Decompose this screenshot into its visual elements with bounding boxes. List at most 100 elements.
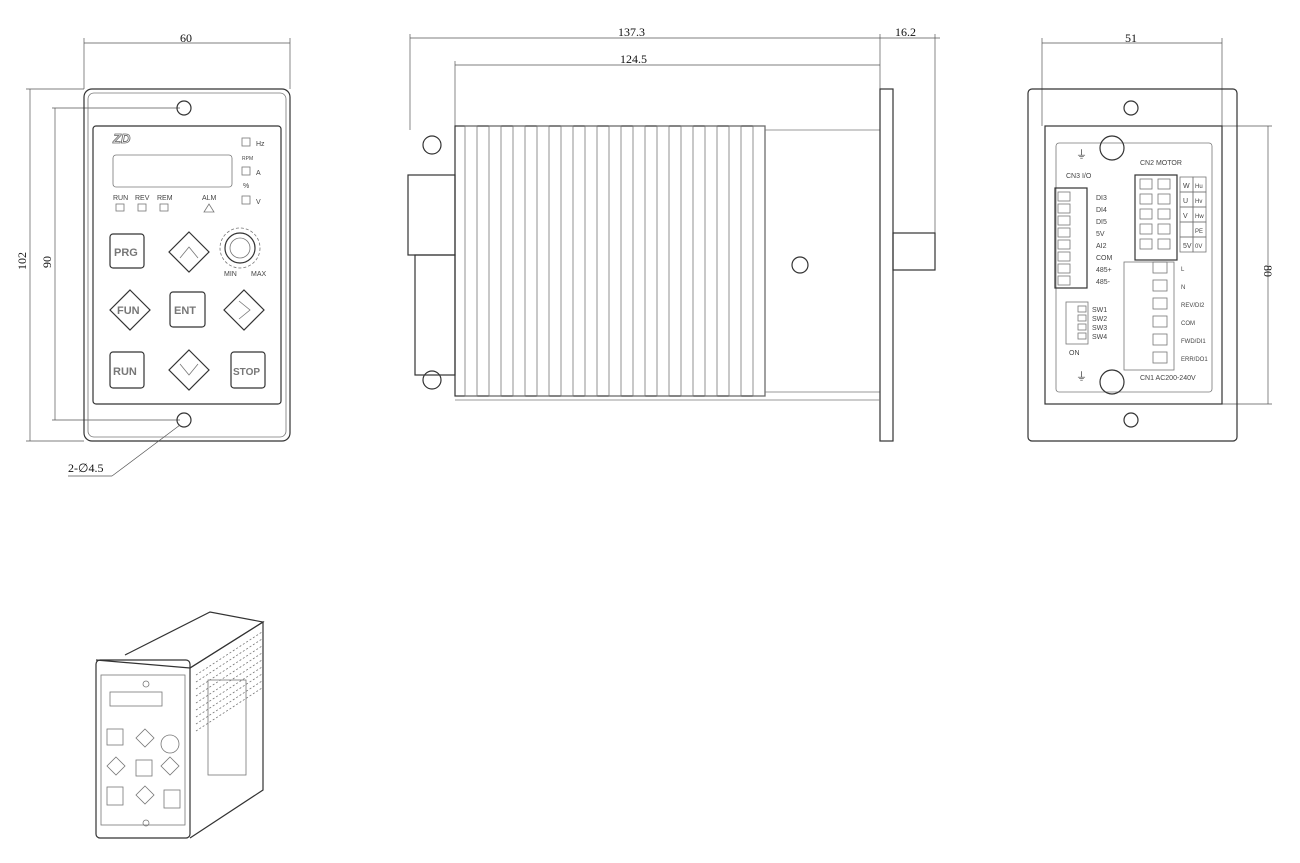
heatsink-fin <box>584 125 598 397</box>
heatsink-fin <box>752 125 766 397</box>
dim-hole-pitch: 90 <box>40 256 54 268</box>
cn1-pin <box>1152 351 1168 364</box>
cn3-pin-label: 485+ <box>1096 267 1112 274</box>
heatsink-fin <box>195 638 263 683</box>
cn2-cell <box>1179 221 1194 238</box>
svg-text:FUN: FUN <box>117 305 140 317</box>
rear-view: 51 80 ⏚ ⏚ CN2 MOTOR CN3 I/O DI3DI4DI55VA… <box>1027 31 1275 442</box>
cn2-pin <box>1157 223 1171 235</box>
cn2-pin-label: W <box>1183 183 1190 190</box>
cn3-pin-label: COM <box>1096 255 1113 262</box>
cn1-pin <box>1152 315 1168 328</box>
cn2-pin <box>1157 178 1171 190</box>
indicator-percent: % <box>243 183 249 190</box>
cn2-pin-label: U <box>1183 198 1188 205</box>
heatsink-fin <box>195 680 263 725</box>
svg-text:RUN: RUN <box>113 366 137 378</box>
heatsink-fin <box>195 673 263 718</box>
heatsink-fin <box>632 125 646 397</box>
dim-side-total: 137.3 <box>618 25 645 39</box>
fun-button[interactable]: FUN <box>109 289 151 331</box>
screw-top-icon <box>1099 135 1125 161</box>
heatsink-fin <box>195 645 263 690</box>
svg-text:ENT: ENT <box>174 305 196 317</box>
ent-button[interactable]: ENT <box>169 291 206 328</box>
svg-text:STOP: STOP <box>233 367 260 378</box>
heatsink-fin <box>195 659 263 704</box>
heatsink-fin <box>195 631 263 676</box>
cn2-pin <box>1139 208 1153 220</box>
screw-icon <box>791 256 809 274</box>
led-alm-label: ALM <box>202 195 217 202</box>
cn2-pin <box>1157 238 1171 250</box>
heatsink-fin <box>195 687 263 732</box>
chevron-down-icon <box>179 363 199 376</box>
cn3-pin-label: AI2 <box>1096 243 1107 250</box>
cn2-pin-label: 5V <box>1183 243 1192 250</box>
dim-front-width: 60 <box>180 31 192 45</box>
cn1-pin-label: COM <box>1181 321 1195 327</box>
dip-switch-toggle <box>1077 332 1087 340</box>
prg-button[interactable]: PRG <box>109 233 145 269</box>
run-button[interactable]: RUN <box>109 351 145 389</box>
dim-front-height: 102 <box>15 252 29 270</box>
stop-button[interactable]: STOP <box>230 351 266 389</box>
cn2-pin-label: PE <box>1195 229 1203 235</box>
cn2-pin-label: Hv <box>1195 199 1202 205</box>
cn3-pin-label: 485- <box>1096 279 1111 286</box>
svg-text:PRG: PRG <box>114 247 138 259</box>
cn2-pin <box>1157 208 1171 220</box>
cn1-label: CN1 AC200-240V <box>1140 375 1196 382</box>
cn2-pin <box>1139 238 1153 250</box>
led-rev-label: REV <box>135 195 150 202</box>
heatsink-fin <box>464 125 478 397</box>
dip-switch[interactable] <box>1065 301 1089 345</box>
dip-switch-label: SW1 <box>1092 307 1107 314</box>
chevron-right-icon <box>238 300 251 320</box>
cn2-pin <box>1157 193 1171 205</box>
cn2-pin-label: Hw <box>1195 214 1204 220</box>
cn2-pin-label: V <box>1183 213 1188 220</box>
cn3-pin-label: DI5 <box>1096 219 1107 226</box>
knob-shaft <box>892 232 936 271</box>
cn2-cell <box>1192 236 1207 253</box>
dim-rear-height: 80 <box>1261 265 1275 277</box>
indicator-v: V <box>256 199 261 206</box>
cn2-label: CN2 MOTOR <box>1140 160 1182 167</box>
cn3-pin-label: DI3 <box>1096 195 1107 202</box>
heatsink-fin <box>488 125 502 397</box>
cn3-pin <box>1057 203 1071 214</box>
chevron-up-icon <box>179 246 199 259</box>
heatsink-fin <box>680 125 694 397</box>
heatsink-fin <box>195 652 263 697</box>
dip-switch-label: SW3 <box>1092 325 1107 332</box>
cn1-pin <box>1152 333 1168 346</box>
cn2-pin-label: 0V <box>1195 244 1202 250</box>
cn3-pin <box>1057 263 1071 274</box>
cn1-pin-label: REV/DI2 <box>1181 303 1205 309</box>
knob-min-label: MIN <box>224 271 237 278</box>
dip-switch-toggle <box>1077 323 1087 331</box>
up-button[interactable] <box>168 231 210 273</box>
dim-rear-width: 51 <box>1125 31 1137 45</box>
cn2-pin <box>1139 193 1153 205</box>
cn3-pin <box>1057 239 1071 250</box>
heatsink-fin <box>728 125 742 397</box>
dip-switch-toggle <box>1077 314 1087 322</box>
heatsink-fin <box>560 125 574 397</box>
dip-on-label: ON <box>1069 350 1080 357</box>
dip-switch-label: SW4 <box>1092 334 1107 341</box>
knob-max-label: MAX <box>251 271 267 278</box>
ground-icon: ⏚ <box>1076 148 1087 161</box>
cn3-label: CN3 I/O <box>1066 173 1092 180</box>
cn1-pin <box>1152 261 1168 274</box>
dim-side-body: 124.5 <box>620 52 647 66</box>
speed-knob[interactable]: MIN MAX <box>219 227 267 278</box>
right-button[interactable] <box>223 289 265 331</box>
heatsink-fin <box>704 125 718 397</box>
indicator-a: A <box>256 170 261 177</box>
zd-logo: ZD <box>112 131 131 146</box>
down-button[interactable] <box>168 349 210 391</box>
side-view: 137.3 16.2 124.5 <box>407 25 940 442</box>
dip-switch-toggle <box>1077 305 1087 313</box>
